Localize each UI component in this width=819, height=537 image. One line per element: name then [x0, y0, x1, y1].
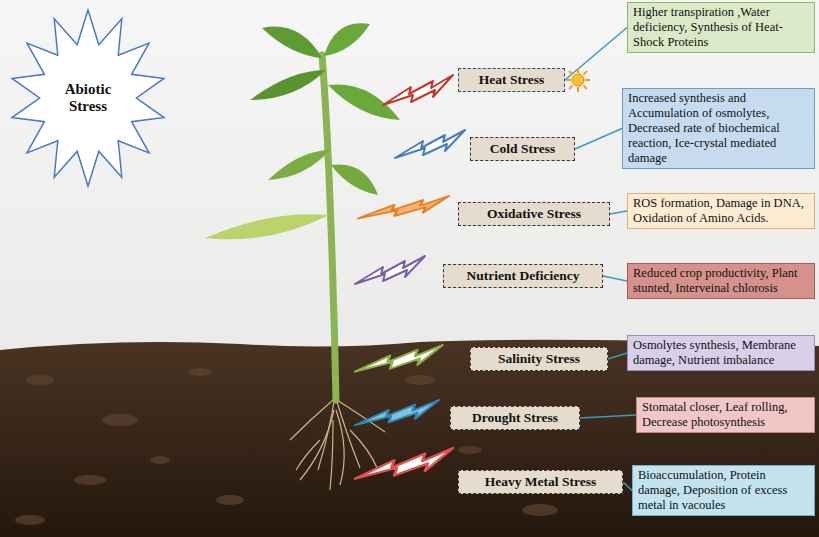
effect-box: Bioaccumulation, Protein damage, Deposit… — [632, 465, 815, 516]
leader-line — [610, 211, 627, 214]
effect-text: Increased synthesis and Accumulation of … — [628, 91, 809, 166]
sun-icon — [566, 68, 590, 92]
plant-leaves — [205, 23, 400, 239]
leader-line — [608, 353, 627, 359]
stress-name: Cold Stress — [481, 141, 564, 157]
stress-name: Heat Stress — [469, 72, 554, 88]
effect-text: ROS formation, Damage in DNA, Oxidation … — [633, 196, 809, 226]
effect-box: Higher transpiration ,Water deficiency, … — [627, 2, 815, 53]
lightning-bolt — [383, 75, 453, 105]
lightning-bolt — [355, 400, 439, 425]
leader-line — [565, 28, 627, 81]
stress-label: Cold Stress — [470, 137, 575, 161]
stress-label: Oxidative Stress — [458, 202, 610, 226]
effect-text: Higher transpiration ,Water deficiency, … — [633, 5, 809, 50]
stress-label: Heavy Metal Stress — [458, 470, 623, 494]
plant-stem — [322, 55, 336, 400]
stress-name: Salinity Stress — [481, 351, 597, 367]
effect-box: Increased synthesis and Accumulation of … — [622, 88, 815, 169]
effect-text: Osmolytes synthesis, Membrane damage, Nu… — [633, 338, 809, 368]
lightning-bolt — [358, 196, 449, 218]
soil-clods — [15, 368, 558, 525]
starburst-shape — [12, 10, 164, 186]
leader-line — [580, 415, 636, 418]
lightning-bolt — [395, 130, 465, 158]
title-text: Abiotic Stress — [47, 81, 129, 115]
effect-box: Reduced crop productivity, Plant stunted… — [627, 263, 815, 299]
effect-text: Stomatal closer, Leaf rolling, Decrease … — [642, 400, 809, 430]
stress-name: Drought Stress — [461, 410, 569, 426]
effect-box: ROS formation, Damage in DNA, Oxidation … — [627, 193, 815, 229]
stress-label: Salinity Stress — [470, 347, 608, 371]
stress-label: Drought Stress — [450, 406, 580, 430]
leader-line — [575, 129, 622, 150]
effect-text: Reduced crop productivity, Plant stunted… — [633, 266, 809, 296]
lightning-bolt — [355, 448, 453, 479]
leader-line — [603, 276, 627, 281]
stress-label: Nutrient Deficiency — [443, 264, 603, 288]
stress-name: Nutrient Deficiency — [454, 268, 592, 284]
effect-text: Bioaccumulation, Protein damage, Deposit… — [638, 468, 809, 513]
starburst: Abiotic Stress — [8, 8, 168, 188]
effect-box: Osmolytes synthesis, Membrane damage, Nu… — [627, 335, 815, 371]
lightning-bolt — [355, 345, 443, 372]
lightning-bolt — [355, 256, 425, 284]
stress-name: Heavy Metal Stress — [469, 474, 612, 490]
leader-line — [623, 482, 632, 491]
stress-name: Oxidative Stress — [469, 206, 599, 222]
stress-label: Heat Stress — [458, 68, 565, 92]
effect-box: Stomatal closer, Leaf rolling, Decrease … — [636, 397, 815, 433]
